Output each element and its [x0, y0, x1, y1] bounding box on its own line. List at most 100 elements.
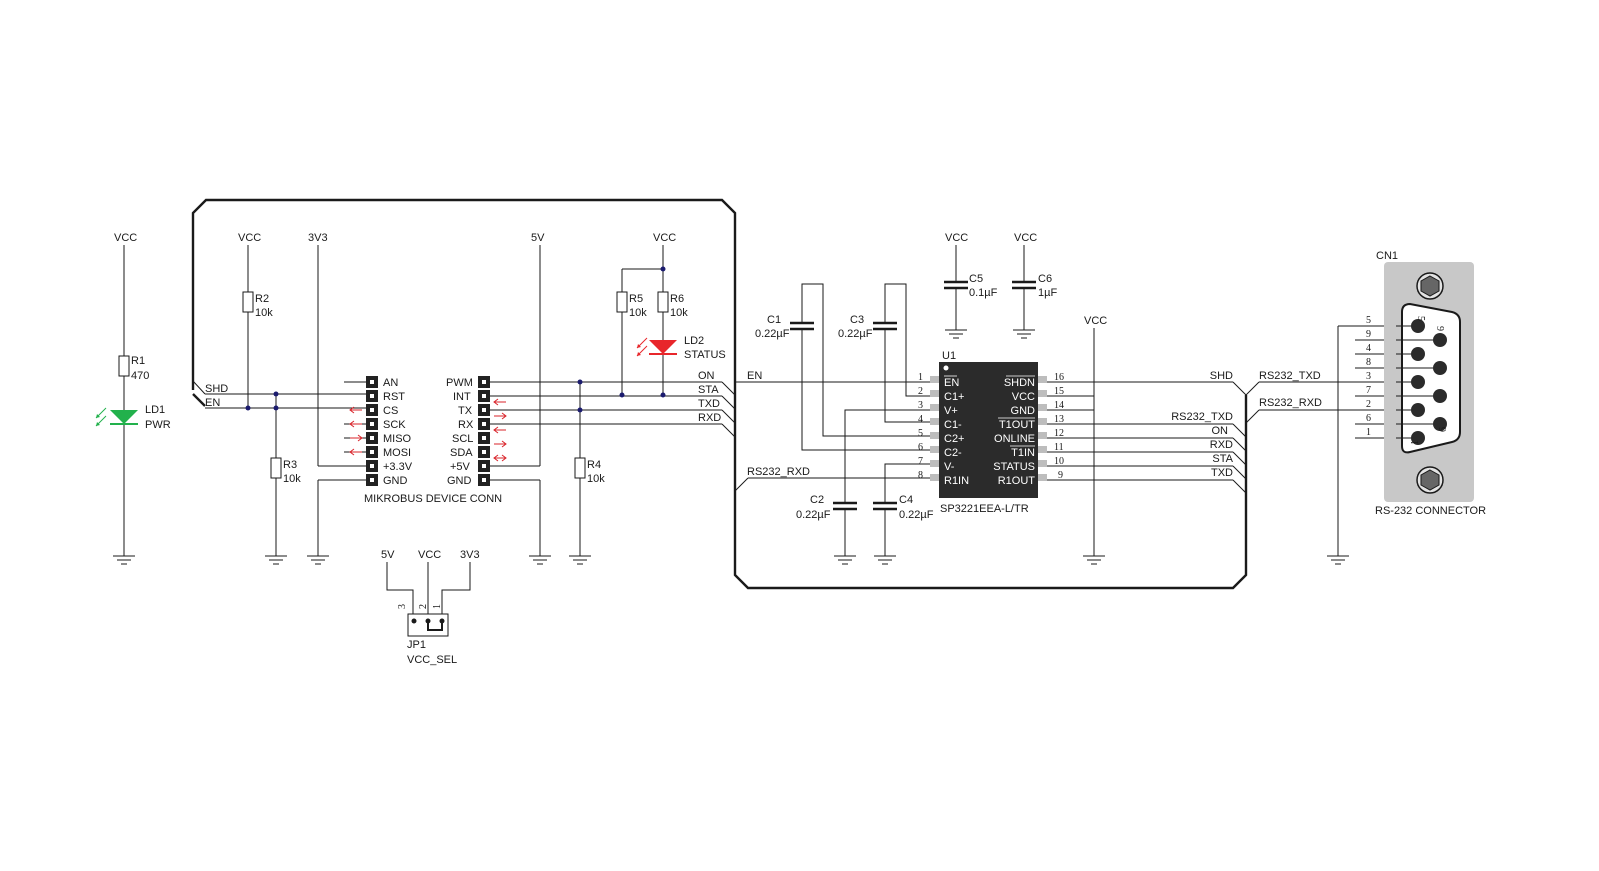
c2-label: C2 [810, 494, 824, 506]
u1-pin-vplus: V+ [944, 405, 958, 417]
txd-net-label-u1: TXD [1211, 467, 1233, 479]
jp1-pin3: 3 [397, 604, 408, 609]
r3-label: R3 [283, 459, 297, 471]
shd-net-label: SHD [205, 383, 228, 395]
ld2-led-icon [636, 337, 677, 357]
vcc-label-c5: VCC [945, 232, 968, 244]
cn1-db9-connector: CN1 5 9 1 6 RS-232 CONNECTOR [1375, 250, 1486, 517]
u1-pin-t1in: T1IN [1011, 447, 1035, 459]
jp1-jumper: 5V VCC 3V3 3 2 1 JP1 VCC_SEL [381, 549, 480, 666]
mikrobus-left-header: AN RST CS SCK MISO MOSI +3.3V GND [344, 376, 413, 487]
u1-pin3-num: 3 [918, 400, 923, 411]
r4-label: R4 [587, 459, 601, 471]
miso-arrow-icon [350, 434, 363, 442]
scl-arrow-icon [494, 440, 507, 448]
c6-label: C6 [1038, 273, 1052, 285]
r1-value: 470 [131, 370, 149, 382]
u1-pin-c2m: C2- [944, 447, 962, 459]
vcc-label-r2: VCC [238, 232, 261, 244]
mb-pin-tx: TX [458, 405, 473, 417]
mb-pin-sda: SDA [450, 447, 473, 459]
r5-value: 10k [629, 307, 647, 319]
mb-pin-sck: SCK [383, 419, 406, 431]
r2-label: R2 [255, 293, 269, 305]
shd-net-label-u1: SHD [1210, 370, 1233, 382]
vcc-label-r6: VCC [653, 232, 676, 244]
db9-wire-pin4: 4 [1366, 343, 1371, 354]
transceiver-frame [733, 437, 1248, 590]
u1-pin16-num: 16 [1054, 372, 1064, 383]
mb-pin-mosi: MOSI [383, 447, 411, 459]
ld2-label: LD2 [684, 335, 704, 347]
en-net-label: EN [205, 397, 220, 409]
cs-arrow-icon [349, 406, 362, 414]
jp1-pin1: 1 [432, 604, 443, 609]
r5-label: R5 [629, 293, 643, 305]
c3-label: C3 [850, 314, 864, 326]
u1-pin2-num: 2 [918, 386, 923, 397]
db9-wire-pin3: 3 [1366, 371, 1371, 382]
sck-arrow-icon [349, 420, 362, 428]
db9-wire-pin6: 6 [1366, 413, 1371, 424]
ld1-label: LD1 [145, 404, 165, 416]
rs232-txd-label-cn: RS232_TXD [1259, 370, 1321, 382]
u1-pin-online: ONLINE [994, 433, 1035, 445]
vcc-label: VCC [114, 232, 137, 244]
u1-pin-status: STATUS [993, 461, 1035, 473]
db9-wire-pin1: 1 [1366, 427, 1371, 438]
u1-pin9-num: 9 [1058, 470, 1063, 481]
u1-pin7-num: 7 [918, 456, 923, 467]
int-arrow-icon [493, 398, 506, 406]
u1-pin-vcc: VCC [1012, 391, 1035, 403]
mikrobus-frame [191, 198, 737, 375]
c4-label: C4 [899, 494, 913, 506]
u1-pin15-num: 15 [1054, 386, 1064, 397]
mb-pin-scl: SCL [452, 433, 473, 445]
u1-pin12-num: 12 [1054, 428, 1064, 439]
mb-pin-3v3: +3.3V [383, 461, 413, 473]
u1-sp3221-chip: U1 1 2 3 4 5 6 7 8 EN C1+ V+ C1- C2+ C2-… [918, 350, 1064, 515]
c6-value: 1µF [1038, 287, 1057, 299]
rx-arrow-icon [493, 426, 506, 434]
sda-arrow-icon [493, 454, 507, 462]
vcc-label-u1: VCC [1084, 315, 1107, 327]
mb-pin-rst: RST [383, 391, 405, 403]
on-net-label: ON [698, 370, 715, 382]
u1-pin4-num: 4 [918, 414, 923, 425]
db9-face-9: 9 [1434, 326, 1445, 331]
db9-wire-pin9: 9 [1366, 329, 1371, 340]
v5-label: 5V [531, 232, 545, 244]
sta-net-label: STA [698, 384, 719, 396]
db9-face-1: 1 [1410, 440, 1421, 445]
tx-arrow-icon [494, 412, 507, 420]
on-net-label-u1: ON [1212, 425, 1229, 437]
jp1-pin2: 2 [418, 604, 429, 609]
db9-wire-pin7: 7 [1366, 385, 1371, 396]
u1-pin-c1m: C1- [944, 419, 962, 431]
mb-pin-rx: RX [458, 419, 474, 431]
c4-value: 0.22µF [899, 509, 934, 521]
u1-pin-t1out: T1OUT [999, 419, 1035, 431]
u1-pin-vminus: V- [944, 461, 955, 473]
r2-value: 10k [255, 307, 273, 319]
u1-pin-gnd: GND [1011, 405, 1036, 417]
mb-pin-miso: MISO [383, 433, 412, 445]
jp1-3v3-label: 3V3 [460, 549, 480, 561]
mosi-arrow-icon [349, 448, 362, 456]
u1-pin5-num: 5 [918, 428, 923, 439]
u1-pin1-num: 1 [918, 372, 923, 383]
r3-value: 10k [283, 473, 301, 485]
mb-pin-pwm: PWM [446, 377, 473, 389]
u1-label: U1 [942, 350, 956, 362]
sta-net-label-u1: STA [1212, 453, 1233, 465]
db9-wire-pin2: 2 [1366, 399, 1371, 410]
ld2-value: STATUS [684, 349, 726, 361]
c1-label: C1 [767, 314, 781, 326]
db9-face-5: 5 [1415, 316, 1426, 321]
en-net-label-u1: EN [747, 370, 762, 382]
db9-wire-pin5: 5 [1366, 315, 1371, 326]
u1-part-number: SP3221EEA-L/TR [940, 503, 1029, 515]
txd-net-label: TXD [698, 398, 720, 410]
c1-value: 0.22µF [755, 328, 790, 340]
u1-pin6-num: 6 [918, 442, 923, 453]
